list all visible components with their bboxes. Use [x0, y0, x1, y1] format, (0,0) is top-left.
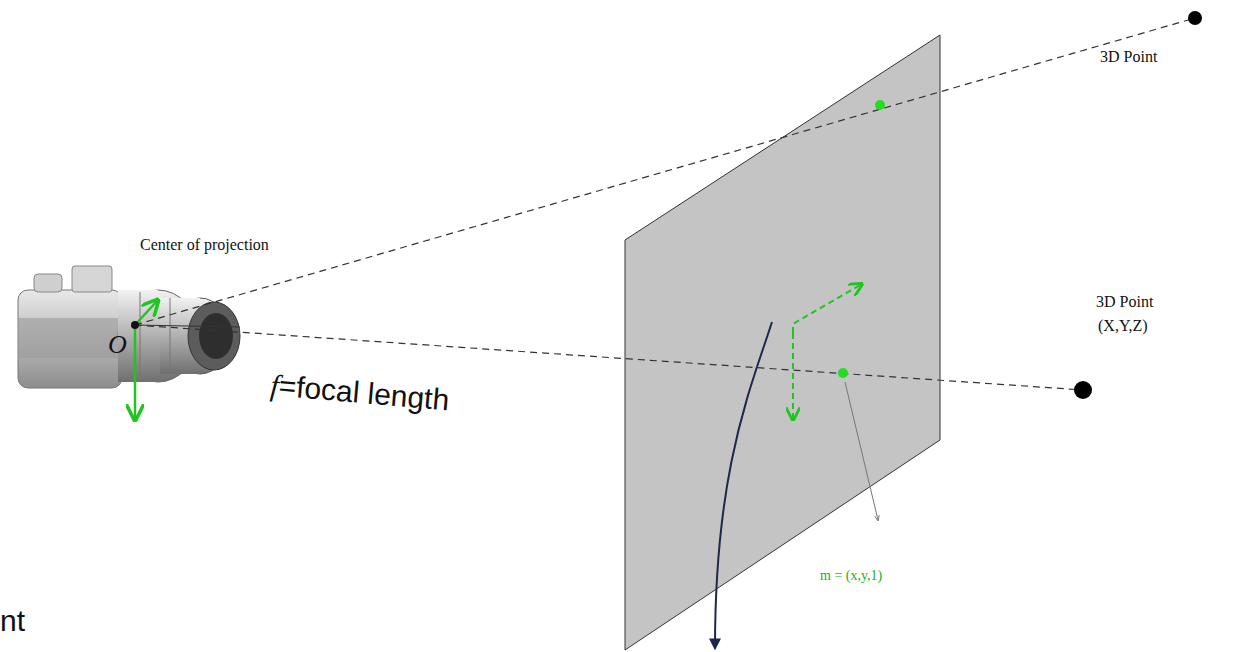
leader-line	[845, 382, 878, 520]
cut-off-text: nt	[0, 604, 25, 638]
center-dot	[131, 321, 139, 329]
3d-point	[1074, 381, 1092, 399]
image-point-label: m = (x,y,1)	[820, 568, 882, 584]
pointer-arrow	[715, 322, 772, 648]
image-point	[875, 100, 885, 110]
point-label: 3D Point	[1100, 48, 1157, 66]
image-point	[838, 368, 848, 378]
3d-point	[1188, 11, 1202, 25]
camera-icon	[18, 266, 240, 388]
point-label: 3D Point	[1096, 293, 1153, 311]
projection-ray	[135, 18, 1195, 325]
coordinate-label: (X,Y,Z)	[1098, 317, 1147, 335]
image-axis	[793, 284, 862, 333]
camera-axis	[134, 325, 137, 420]
camera-axis	[135, 300, 158, 325]
origin-label: O	[108, 330, 127, 360]
focal-length-label: f=focal length	[269, 368, 451, 417]
camera-label: Center of projection	[140, 236, 269, 254]
image-plane	[625, 35, 940, 650]
image-axis	[792, 333, 794, 420]
